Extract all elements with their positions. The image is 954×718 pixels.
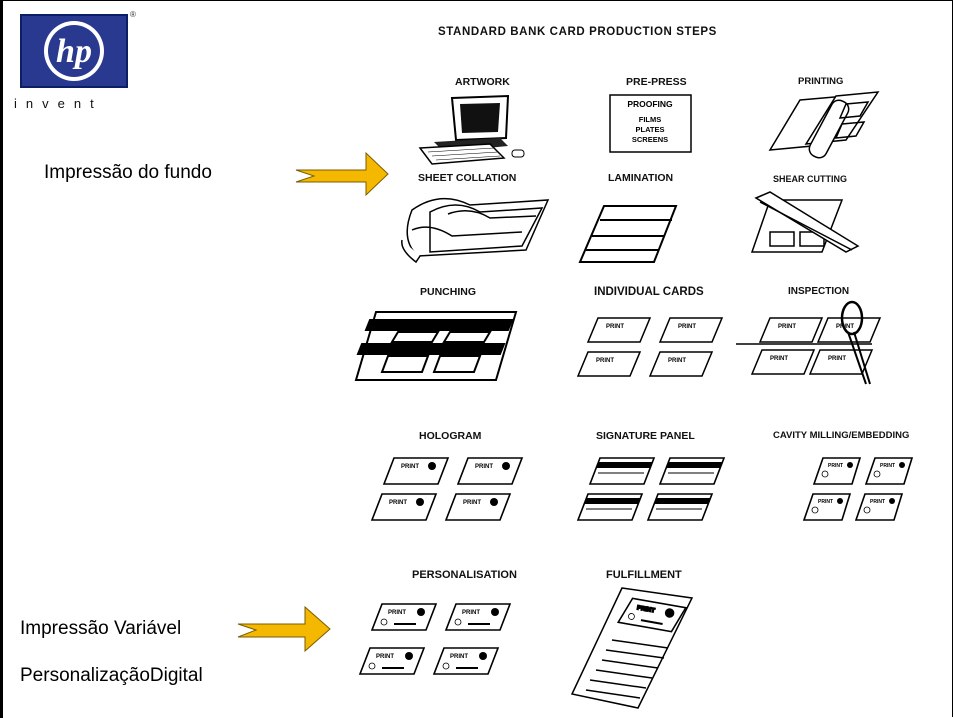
fulfillment-illustration [570,587,694,709]
arrow-variable-print [237,605,331,653]
personalisation-illustration [359,603,511,675]
step-label-fulfillment: FULFILLMENT [606,569,682,581]
cavity-milling-illustration [803,457,913,521]
svg-text:hp: hp [56,33,92,70]
prepress-item-plates: PLATES [635,125,664,134]
prepress-box: PROOFING FILMS PLATES SCREENS [609,94,692,153]
left-border [0,0,3,718]
step-label-sheet-collation: SHEET COLLATION [418,172,517,184]
lamination-illustration [578,205,678,263]
hologram-illustration [371,457,523,521]
sheet-collation-illustration [401,197,550,264]
step-label-individual-cards: INDIVIDUAL CARDS [594,286,704,298]
step-label-printing: PRINTING [798,76,844,87]
prepress-item-proofing: PROOFING [627,99,673,109]
step-label-artwork: ARTWORK [455,76,510,88]
shear-cutting-illustration [750,191,860,253]
step-label-cavity-milling: CAVITY MILLING/EMBEDDING [773,430,910,441]
step-label-prepress: PRE-PRESS [626,76,687,88]
printing-illustration [768,91,880,159]
step-label-personalisation: PERSONALISATION [412,569,517,581]
artwork-computer-illustration [418,94,525,165]
arrow-background-print [295,151,389,197]
annotation-background-print: Impressão do fundo [44,162,212,183]
step-label-inspection: INSPECTION [788,286,850,297]
annotation-variable-print: Impressão Variável [20,618,182,639]
hp-logo: hp [20,14,128,88]
annotation-digital-personalization: PersonalizaçãoDigital [20,665,203,686]
step-label-lamination: LAMINATION [608,172,674,184]
signature-panel-illustration [577,457,725,521]
hp-logo-mark: hp [44,21,104,81]
prepress-item-films: FILMS [639,115,662,124]
individual-cards-illustration [577,317,723,377]
trademark-symbol: ® [130,10,136,19]
diagram-title: STANDARD BANK CARD PRODUCTION STEPS [438,26,717,38]
punching-illustration [354,311,518,381]
inspection-illustration [736,300,881,385]
step-label-punching: PUNCHING [420,286,477,298]
prepress-item-screens: SCREENS [632,135,668,144]
step-label-hologram: HOLOGRAM [419,430,482,442]
logo-tagline: invent [14,96,103,111]
step-label-shear-cutting: SHEAR CUTTING [773,174,847,184]
step-label-signature-panel: SIGNATURE PANEL [596,430,695,442]
